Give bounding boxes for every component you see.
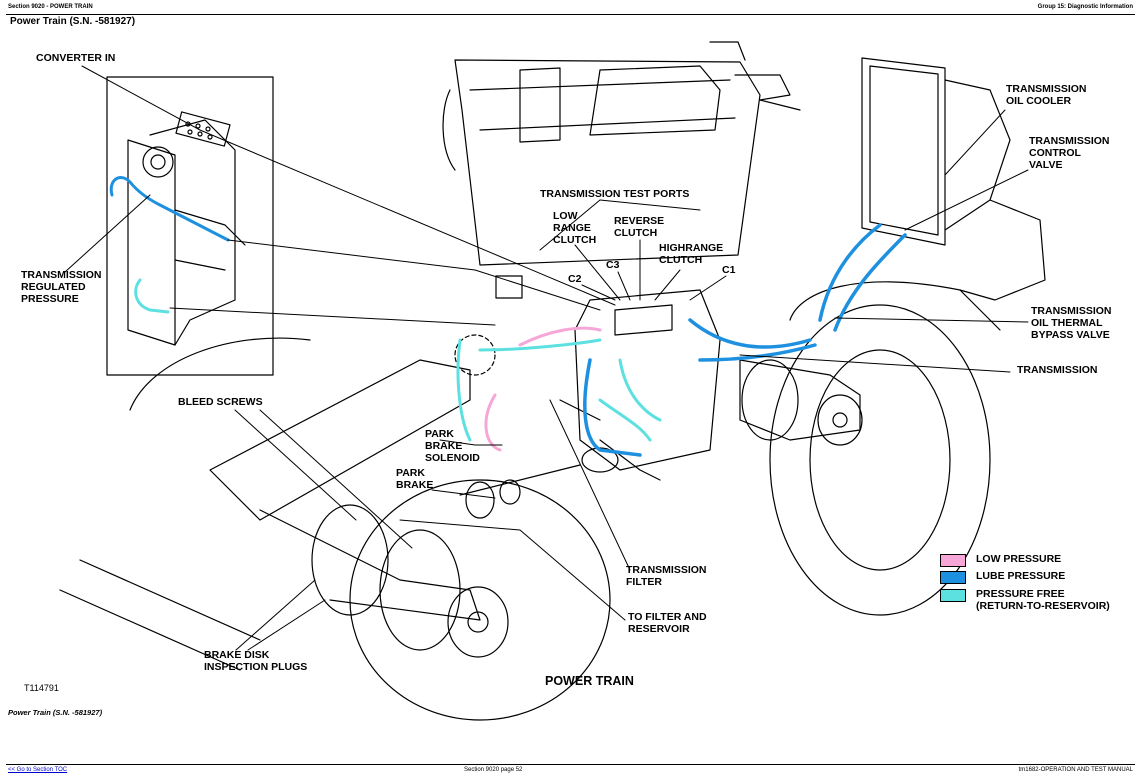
legend-swatch-lube-pressure (940, 571, 966, 584)
label-thermal-bypass-valve: TRANSMISSION OIL THERMAL BYPASS VALVE (1031, 305, 1112, 341)
front-axle-outline (209, 359, 509, 658)
oil-cooler-outline (861, 57, 1046, 301)
legend-label: PRESSURE FREE (RETURN-TO-RESERVOIR) (976, 588, 1110, 612)
transmission-outline (559, 289, 721, 481)
page-title: Power Train (S.N. -581927) (10, 16, 136, 27)
rear-axle-outline (739, 359, 863, 446)
label-highrange-clutch: HIGHRANGE CLUTCH (659, 242, 724, 266)
label-c1: C1 (722, 264, 736, 276)
legend-swatch-low-pressure (940, 554, 966, 567)
label-transmission-test-ports: TRANSMISSION TEST PORTS (540, 188, 690, 200)
label-converter-in: CONVERTER IN (36, 52, 116, 64)
legend-swatch-pressure-free (940, 589, 966, 602)
park-brake-gear (454, 334, 496, 376)
label-c2: C2 (568, 273, 582, 285)
lube-lines (583, 223, 907, 457)
label-reverse-clutch: REVERSE CLUTCH (614, 215, 665, 239)
label-park-brake: PARK BRAKE (396, 467, 434, 491)
footer-manual-title: tm1682-OPERATION AND TEST MANUAL (1018, 767, 1133, 773)
rear-tire-outline (769, 281, 1001, 616)
label-low-range-clutch: LOW RANGE CLUTCH (553, 210, 597, 246)
cab-outline (442, 41, 801, 299)
legend-label: LOW PRESSURE (976, 553, 1062, 565)
label-c3: C3 (606, 259, 620, 271)
footer-divider (6, 764, 1135, 765)
header-section: Section 9020 - POWER TRAIN (8, 4, 93, 10)
return-lines (456, 338, 662, 442)
label-to-filter-and-reservoir: TO FILTER AND RESERVOIR (628, 611, 707, 635)
figure-title: POWER TRAIN (545, 674, 634, 688)
header-group: Group 15: Diagnostic Information (1037, 4, 1133, 10)
legend-item-lube-pressure: LUBE PRESSURE (940, 570, 1065, 584)
legend-item-pressure-free: PRESSURE FREE (RETURN-TO-RESERVOIR) (940, 588, 1110, 612)
inset-converter-housing (127, 111, 246, 346)
low-pressure-lines (484, 326, 602, 452)
legend-item-low-pressure: LOW PRESSURE (940, 553, 1061, 567)
figure-id: T114791 (24, 683, 59, 693)
label-transmission-filter: TRANSMISSION FILTER (626, 564, 707, 588)
drive-shaft (459, 464, 581, 496)
label-transmission: TRANSMISSION (1017, 364, 1098, 376)
front-tire-outline (59, 337, 611, 721)
inset-frame (106, 76, 274, 376)
legend-label: LUBE PRESSURE (976, 570, 1066, 582)
label-brake-disk-inspection-plugs: BRAKE DISK INSPECTION PLUGS (204, 649, 308, 673)
leader-lines (64, 65, 1029, 651)
label-bleed-screws: BLEED SCREWS (178, 396, 263, 408)
go-to-section-toc-link[interactable]: << Go to Section TOC (8, 767, 68, 773)
label-oil-cooler: TRANSMISSION OIL COOLER (1006, 83, 1087, 107)
footer-page-number: Section 9020 page 52 (464, 767, 523, 773)
label-park-brake-solenoid: PARK BRAKE SOLENOID (425, 428, 480, 464)
figure-caption: Power Train (S.N. -581927) (8, 708, 103, 717)
inset-return-line (134, 278, 170, 314)
label-control-valve: TRANSMISSION CONTROL VALVE (1029, 135, 1110, 171)
label-regulated-pressure: TRANSMISSION REGULATED PRESSURE (21, 269, 102, 305)
inset-lube-line (109, 176, 230, 242)
header-divider (6, 14, 1135, 15)
